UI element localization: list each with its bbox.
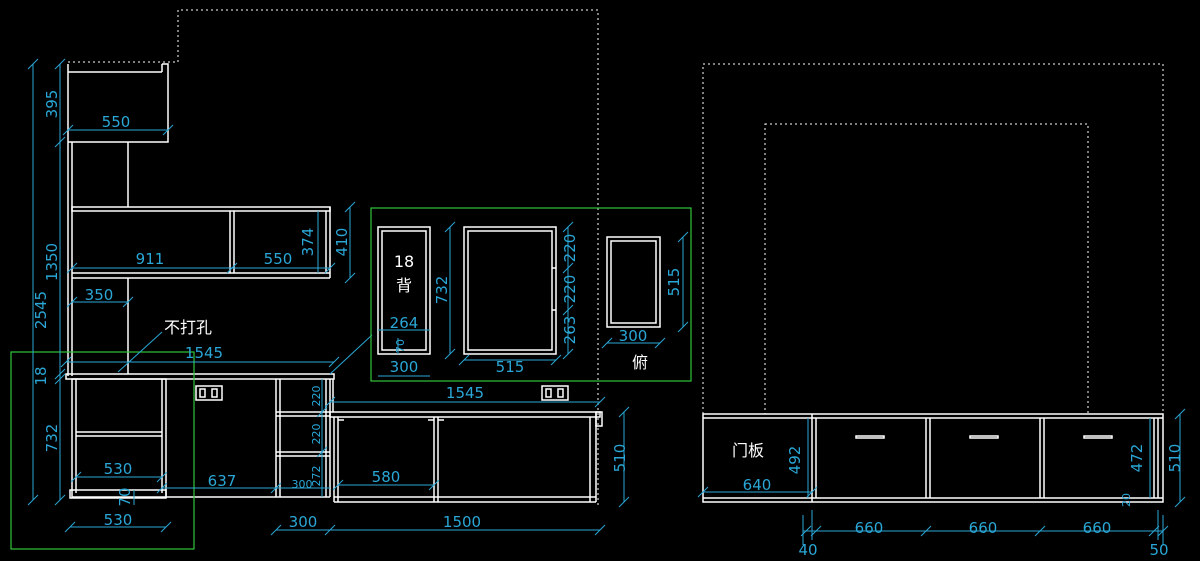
dim-20: 20 xyxy=(1120,493,1133,507)
dim-660-a: 660 xyxy=(855,519,884,537)
dim-374: 374 xyxy=(299,228,317,257)
label-back-thickness: 18 xyxy=(394,252,414,271)
dim-732-left: 732 xyxy=(43,424,61,453)
dim-580: 580 xyxy=(372,468,401,486)
dim-395: 395 xyxy=(43,90,61,119)
dim-40: 40 xyxy=(798,541,817,559)
dim-911: 911 xyxy=(136,250,165,268)
label-back-panel: 背 xyxy=(396,276,412,295)
dim-515-top-view: 515 xyxy=(665,268,683,297)
dim-1350: 1350 xyxy=(43,243,61,281)
dim-300-small: 300 xyxy=(292,478,313,491)
dim-220-b: 220 xyxy=(310,424,323,445)
dim-300-detail: 300 xyxy=(390,358,419,376)
detail-callout xyxy=(370,207,692,382)
dim-660-b: 660 xyxy=(969,519,998,537)
dim-1545-top: 1545 xyxy=(185,344,223,362)
dim-732-detail: 732 xyxy=(433,276,451,305)
dim-660-c: 660 xyxy=(1083,519,1112,537)
dim-300-top-view: 300 xyxy=(619,327,648,345)
dim-50: 50 xyxy=(1149,541,1168,559)
dim-263: 263 xyxy=(561,316,579,345)
dim-530-base: 530 xyxy=(104,511,133,529)
dim-220-a: 220 xyxy=(310,386,323,407)
label-top-view: 俯 xyxy=(632,353,648,372)
dim-515-detail: 515 xyxy=(496,358,525,376)
label-no-drill: 不打孔 xyxy=(164,318,212,337)
label-door-panel: 门板 xyxy=(732,441,764,460)
dim-550-top: 550 xyxy=(102,113,131,131)
dim-264: 264 xyxy=(390,314,419,332)
dim-70-left: 70 xyxy=(116,487,134,506)
dim-1545-base: 1545 xyxy=(446,384,484,402)
dim-510-right: 510 xyxy=(1166,444,1184,473)
dim-220-d: 220 xyxy=(561,275,579,304)
dim-70-detail: 70 xyxy=(394,339,407,353)
dim-220-c: 220 xyxy=(561,234,579,263)
right-elevation xyxy=(697,63,1186,545)
dim-410: 410 xyxy=(333,228,351,257)
dim-1500: 1500 xyxy=(443,513,481,531)
dim-272: 272 xyxy=(310,466,323,487)
dim-18: 18 xyxy=(32,366,50,385)
dim-492: 492 xyxy=(786,446,804,475)
dim-350: 350 xyxy=(85,286,114,304)
dim-550-mid: 550 xyxy=(264,250,293,268)
dim-530-inner: 530 xyxy=(104,460,133,478)
dim-472: 472 xyxy=(1128,444,1146,473)
dim-510-left: 510 xyxy=(611,444,629,473)
left-elevation xyxy=(10,9,630,550)
dim-2545: 2545 xyxy=(32,291,50,329)
dim-300-base: 300 xyxy=(289,513,318,531)
dim-637: 637 xyxy=(208,472,237,490)
dim-640: 640 xyxy=(743,476,772,494)
